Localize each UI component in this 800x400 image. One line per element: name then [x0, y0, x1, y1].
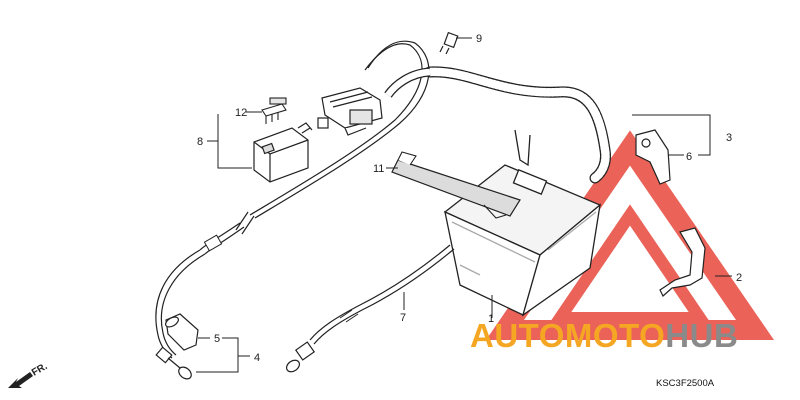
callout-7: 7 [400, 312, 406, 324]
orientation-label: FR. [30, 361, 50, 379]
relay-8 [253, 122, 313, 183]
watermark-text: AUTOMOTOHUB [470, 317, 738, 354]
harness-connector [317, 87, 383, 136]
bolt-9 [439, 31, 459, 55]
main-harness [384, 66, 611, 184]
ring-terminal-7 [285, 341, 316, 373]
callout-4: 4 [254, 352, 260, 364]
cable-end-4 [155, 346, 192, 380]
watermark-part1: AUTOMOTO [470, 317, 665, 354]
callout-12: 12 [235, 107, 247, 119]
diagram-code: KSC3F2500A [656, 378, 715, 389]
callout-6: 6 [686, 151, 692, 163]
negative-bracket-2 [659, 227, 706, 297]
callout-9: 9 [476, 33, 482, 45]
callout-3: 3 [726, 132, 732, 144]
terminal-cover-6 [635, 129, 671, 185]
fuse-12 [261, 97, 287, 124]
front-arrow-icon [8, 372, 33, 388]
terminal-cap-5 [165, 313, 199, 351]
callout-2: 2 [736, 272, 742, 284]
leader-lines [196, 37, 732, 373]
watermark-part2: HUB [665, 317, 738, 354]
cable-break [203, 211, 255, 252]
callout-11: 11 [373, 163, 384, 175]
callout-5: 5 [214, 333, 220, 345]
callout-8: 8 [197, 136, 203, 148]
callout-1: 1 [488, 313, 494, 325]
negative-cable-7 [309, 244, 455, 345]
